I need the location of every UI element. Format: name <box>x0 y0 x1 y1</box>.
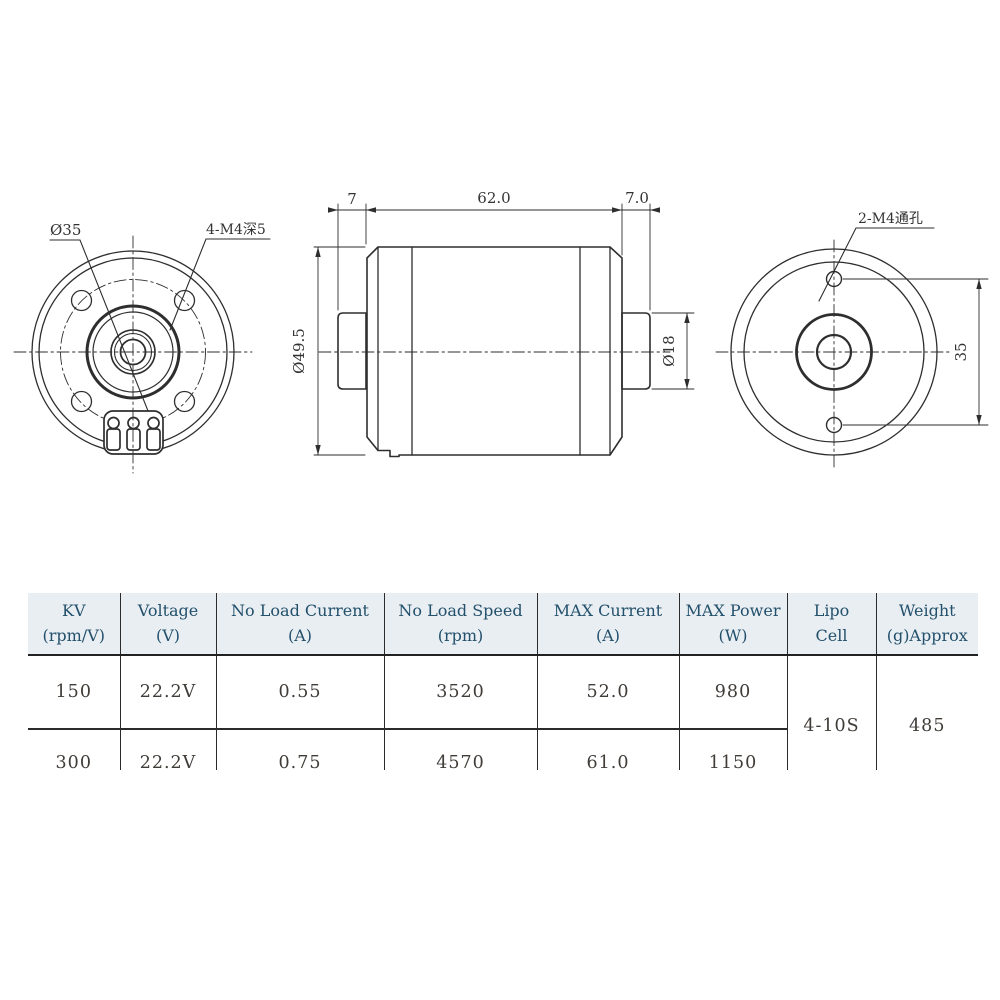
header-line: (rpm) <box>437 625 484 645</box>
dim-shaft-boss-diameter: Ø18 <box>660 335 678 366</box>
front-mount-hole <box>70 289 93 312</box>
spec-table-wrapper: KV(rpm/V) Voltage(V) No Load Current(A) … <box>28 593 978 770</box>
shaft-diameter-dimension <box>651 312 695 390</box>
front-mount-hole <box>173 289 196 312</box>
table-row: 150 22.2V 0.55 3520 52.0 980 4-10S 485 <box>28 655 978 770</box>
header-line: (V) <box>155 625 181 645</box>
max-power-value: 1150 <box>678 729 787 770</box>
spec-table: KV(rpm/V) Voltage(V) No Load Current(A) … <box>28 593 978 770</box>
front-view: Ø35 4-M4深5 <box>13 221 271 474</box>
table-row: 300 22.2V 0.75 4570 61.0 1150 <box>28 729 978 770</box>
col-header-no-load-current: No Load Current (A) <box>215 593 384 656</box>
side-shaft-boss <box>621 312 651 390</box>
connector <box>103 410 164 455</box>
mount-holes-label: 4-M4深5 <box>206 222 266 238</box>
col-header-max-current: MAX Current (A) <box>536 593 679 656</box>
col-header-no-load-speed: No Load Speed (rpm) <box>383 593 537 656</box>
kv-value: 150 <box>28 655 120 730</box>
through-holes-label: 2-M4通孔 <box>858 211 923 227</box>
no-load-current-value: 0.55 <box>215 655 384 730</box>
no-load-speed-value: 4570 <box>383 729 537 770</box>
side-view: 7 62.0 7.0 Ø49.5 Ø18 <box>290 189 695 458</box>
body-diameter-dimension <box>313 246 366 456</box>
col-header-weight: Weight (g)Approx <box>875 593 978 656</box>
connector-pin-tip <box>107 416 120 430</box>
header-line: MAX Power <box>685 600 781 620</box>
dim-hole-spacing: 35 <box>952 342 970 361</box>
connector-pin-tip <box>147 416 160 430</box>
no-load-speed-value: 3520 <box>383 655 537 730</box>
connector-pin-tip <box>127 416 140 430</box>
front-mount-hole <box>70 390 93 413</box>
connector-pin-body <box>126 428 141 451</box>
connector-pin-body <box>106 428 121 451</box>
side-front-boss <box>337 312 367 390</box>
max-current-value: 52.0 <box>536 655 679 730</box>
bolt-circle-leader-line <box>49 239 153 422</box>
header-line: KV <box>61 600 86 620</box>
length-dimensions <box>328 203 660 311</box>
header-line: (rpm/V) <box>42 625 106 645</box>
dim-body-diameter: Ø49.5 <box>290 328 308 374</box>
col-header-max-power: MAX Power (W) <box>678 593 787 656</box>
max-current-value: 61.0 <box>536 729 679 770</box>
voltage-value: 22.2V <box>119 655 216 730</box>
header-line: Lipo <box>813 600 850 620</box>
header-line: No Load Speed <box>398 600 523 620</box>
col-header-voltage: Voltage (V) <box>119 593 216 656</box>
header-line: Voltage <box>137 600 199 620</box>
no-load-current-value: 0.75 <box>215 729 384 770</box>
dim-shaft-boss-length: 7.0 <box>625 189 649 207</box>
kv-value: 300 <box>55 752 92 771</box>
header-line: (W) <box>718 625 748 645</box>
col-header-kv: KV (rpm/V) <box>28 593 120 656</box>
mount-holes-leader-line <box>169 238 271 331</box>
header-line: No Load Current <box>231 600 369 620</box>
dim-front-boss-length: 7 <box>347 190 357 208</box>
header-line: MAX Current <box>553 600 663 620</box>
bolt-circle-diameter-label: Ø35 <box>50 221 81 239</box>
max-power-value: 980 <box>678 655 787 730</box>
header-line: Cell <box>815 625 848 645</box>
connector-pin-body <box>146 428 161 451</box>
hole-spacing-dimension <box>842 278 989 426</box>
weight-value: 485 <box>875 655 978 770</box>
header-row: KV(rpm/V) Voltage(V) No Load Current(A) … <box>28 593 978 656</box>
dim-body-length: 62.0 <box>477 189 510 207</box>
header-line: (A) <box>595 625 621 645</box>
rear-view: 2-M4通孔 35 <box>715 211 989 469</box>
front-mount-hole <box>173 390 196 413</box>
lipo-cell-value: 4-10S <box>786 655 876 770</box>
through-holes-leader-line <box>818 227 935 302</box>
header-line: Weight <box>898 600 956 620</box>
voltage-value: 22.2V <box>119 729 216 770</box>
header-line: (A) <box>287 625 313 645</box>
header-line: (g)Approx <box>886 625 968 645</box>
